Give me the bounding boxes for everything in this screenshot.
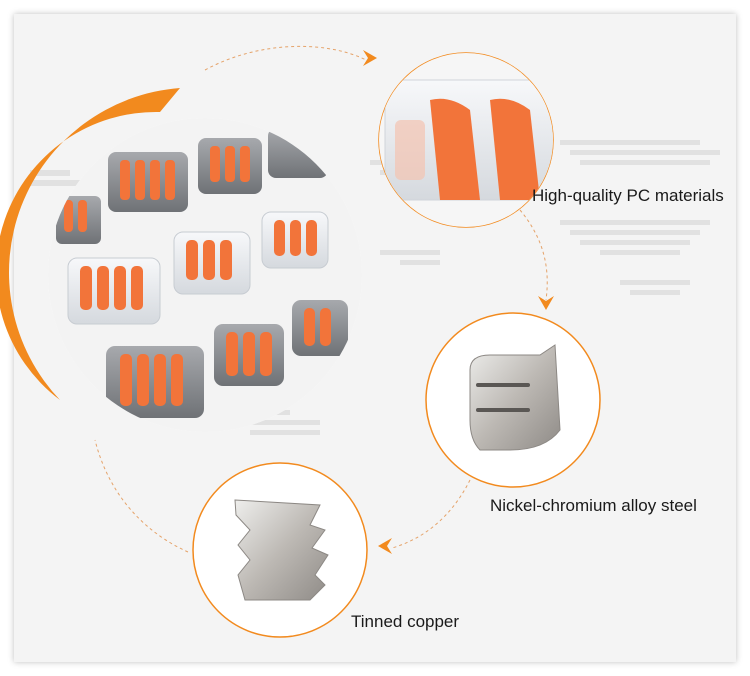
chevron-right-icon xyxy=(363,50,377,66)
chevron-left-icon xyxy=(378,538,392,554)
connector-path xyxy=(94,45,548,553)
steel-clip-photo xyxy=(425,312,601,488)
chevron-down-icon xyxy=(538,296,554,310)
steel-material-label: Nickel-chromium alloy steel xyxy=(490,496,697,515)
pc-material-label: High-quality PC materials xyxy=(532,186,724,205)
copper-material-label: Tinned copper xyxy=(351,612,460,631)
pc-material-photo xyxy=(378,52,554,228)
main-product-photo xyxy=(48,118,362,432)
copper-plate-photo xyxy=(192,462,368,638)
